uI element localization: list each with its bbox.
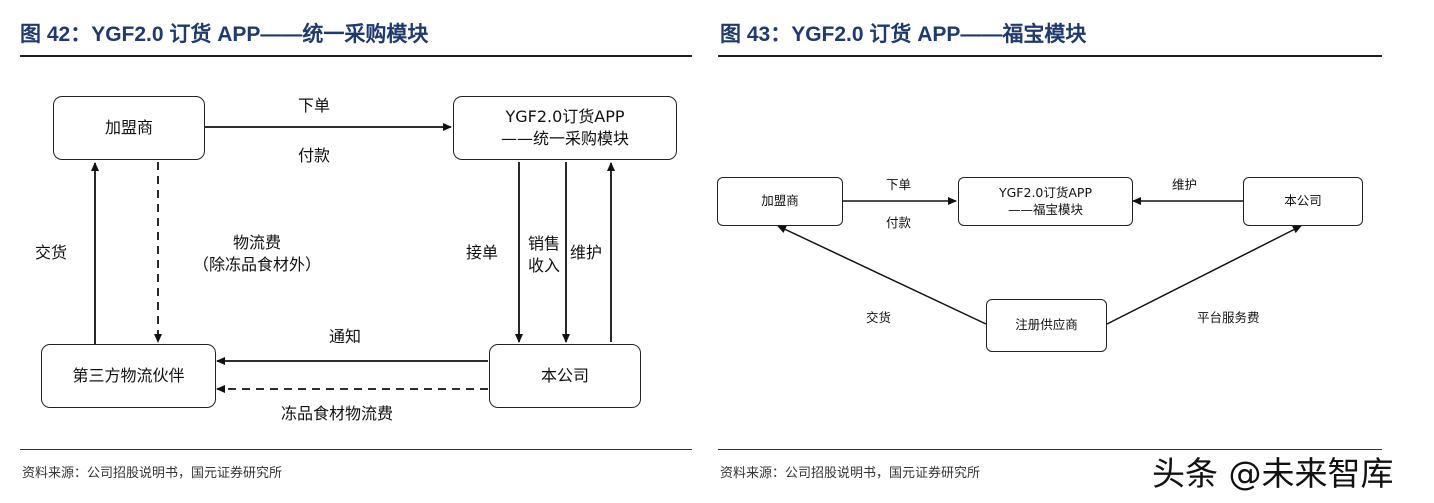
node-r-ordering-app: YGF2.0订货APP ——福宝模块	[958, 177, 1133, 226]
edge-r-label-maintain: 维护	[1172, 177, 1198, 192]
node-r-franchisee-label: 加盟商	[761, 193, 799, 209]
edge-label-sales-income: 销售 收入	[527, 234, 560, 275]
left-source-rule	[20, 449, 692, 450]
edge-r-label-pay: 付款	[886, 215, 912, 230]
node-logistics-partner: 第三方物流伙伴	[41, 344, 216, 408]
edge-label-pay: 付款	[298, 146, 331, 165]
node-r-ordering-app-label: YGF2.0订货APP ——福宝模块	[998, 184, 1093, 217]
node-r-company-label: 本公司	[1284, 193, 1322, 209]
left-title-rule	[20, 55, 692, 57]
right-title-rule	[718, 55, 1382, 57]
node-franchisee: 加盟商	[53, 96, 205, 160]
right-figure-title: 图 43：YGF2.0 订货 APP——福宝模块	[720, 23, 1087, 46]
arrow-r-deliver	[777, 225, 987, 325]
node-logistics-partner-label: 第三方物流伙伴	[72, 366, 185, 386]
edge-label-maintain: 维护	[570, 243, 603, 262]
node-ordering-app-label: YGF2.0订货APP ——统一采购模块	[500, 107, 629, 148]
left-figure-title: 图 42：YGF2.0 订货 APP——统一采购模块	[20, 23, 429, 46]
edge-label-order: 下单	[298, 96, 331, 115]
edge-label-logistics-fee: 物流费 （除冻品食材外）	[192, 233, 321, 274]
node-r-supplier-label: 注册供应商	[1015, 317, 1078, 333]
arrow-r-platform-fee	[1106, 225, 1302, 325]
edge-r-label-platform-fee: 平台服务费	[1197, 310, 1260, 325]
edge-label-frozen-fee: 冻品食材物流费	[281, 404, 394, 423]
node-r-franchisee: 加盟商	[717, 177, 843, 226]
edge-r-label-order: 下单	[886, 177, 912, 192]
edge-label-notify: 通知	[329, 327, 362, 346]
node-r-supplier: 注册供应商	[986, 299, 1107, 352]
edge-label-deliver: 交货	[35, 243, 68, 262]
node-franchisee-label: 加盟商	[104, 118, 153, 138]
node-r-company: 本公司	[1243, 177, 1363, 226]
node-company: 本公司	[489, 344, 641, 408]
node-ordering-app: YGF2.0订货APP ——统一采购模块	[453, 96, 677, 160]
edge-r-label-deliver: 交货	[866, 310, 892, 325]
right-source-note: 资料来源：公司招股说明书，国元证券研究所	[720, 466, 981, 481]
edge-label-accept-order: 接单	[466, 243, 499, 262]
left-source-note: 资料来源：公司招股说明书，国元证券研究所	[22, 466, 283, 481]
watermark-text: 头条 @未来智库	[1152, 454, 1394, 493]
right-source-rule	[718, 449, 1382, 450]
node-company-label: 本公司	[540, 366, 589, 386]
